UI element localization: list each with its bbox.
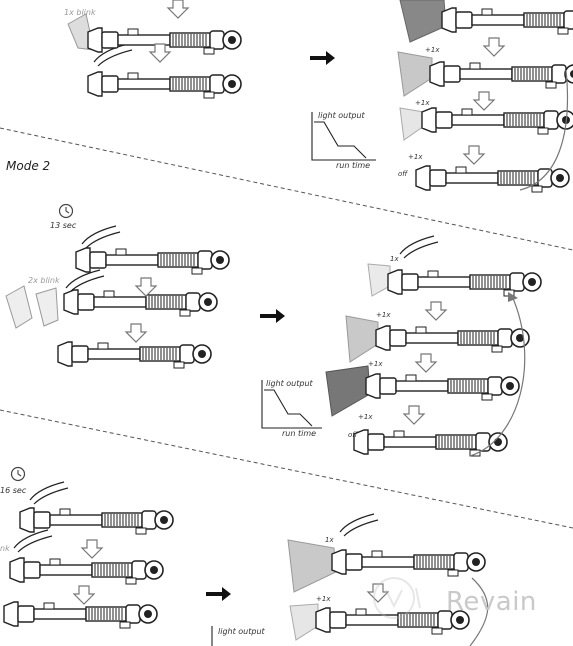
beam-large (399, 0, 447, 43)
section-mode3 (3, 466, 489, 646)
plus1x-label: +1x (425, 46, 440, 54)
flashlight (415, 165, 570, 193)
flashlight (387, 269, 542, 297)
right-arrow (310, 51, 335, 65)
plus1x-label: +1x (415, 99, 430, 107)
flashlight (57, 341, 212, 369)
plus1x-label: +1x (358, 413, 373, 421)
right-arrow (260, 309, 285, 323)
flashlight (429, 61, 573, 89)
flashlight (421, 107, 573, 135)
flashlight (3, 601, 158, 629)
flashlight (365, 373, 520, 401)
flashlight (63, 289, 218, 317)
plus1x-label: +1x (376, 311, 391, 319)
flashlight (87, 71, 242, 99)
graph-ylabel: light output (218, 627, 265, 636)
flashlight (441, 7, 573, 35)
clock-icon (58, 203, 74, 219)
revain-logo-icon (373, 577, 421, 619)
beam-large (325, 365, 371, 417)
graph-ylabel: light output (318, 111, 365, 120)
clock-icon (10, 466, 26, 482)
off-label: off (348, 431, 358, 439)
blink-label: 2x blink (28, 276, 60, 285)
section-mode2 (5, 203, 542, 457)
beam-medium (345, 315, 379, 363)
beam-small (367, 263, 391, 297)
cycle-arrow (469, 295, 526, 457)
graph-xlabel: run time (336, 161, 371, 170)
section-mode1 (67, 0, 573, 193)
plus1x-label: +1x (316, 595, 331, 603)
plus1x-label: +1x (368, 360, 383, 368)
graph-ylabel: light output (266, 379, 313, 388)
beam-blink2-b (35, 287, 59, 327)
blink-label-partial: nk (0, 544, 10, 553)
plus1x-label: +1x (408, 153, 423, 161)
right-arrow (206, 587, 231, 601)
watermark-text: Revain (446, 587, 537, 617)
beam-small (399, 107, 425, 141)
one-x-label: 1x (390, 255, 399, 263)
flashlight (375, 325, 530, 353)
flashlight (331, 549, 486, 577)
timer-label: 13 sec (50, 221, 77, 230)
flashlight (353, 429, 508, 457)
timer-label: 16 sec (0, 486, 27, 495)
graph-mode1 (311, 112, 376, 161)
flashlight (9, 557, 164, 585)
flashlight (19, 507, 174, 535)
blink-label: 1x blink (64, 8, 96, 17)
off-label: off (398, 170, 408, 178)
beam-medium (397, 51, 433, 97)
mode-title: Mode 2 (6, 159, 51, 173)
cycle-arrow (519, 69, 569, 191)
beam-medium (287, 539, 337, 593)
graph-mode2 (261, 380, 322, 429)
cycle-arrow (469, 577, 489, 646)
one-x-label: 1x (325, 536, 334, 544)
beam-small (289, 603, 319, 641)
beam-blink2-a (5, 285, 33, 329)
graph-xlabel: run time (282, 429, 317, 438)
section-divider (0, 127, 573, 251)
